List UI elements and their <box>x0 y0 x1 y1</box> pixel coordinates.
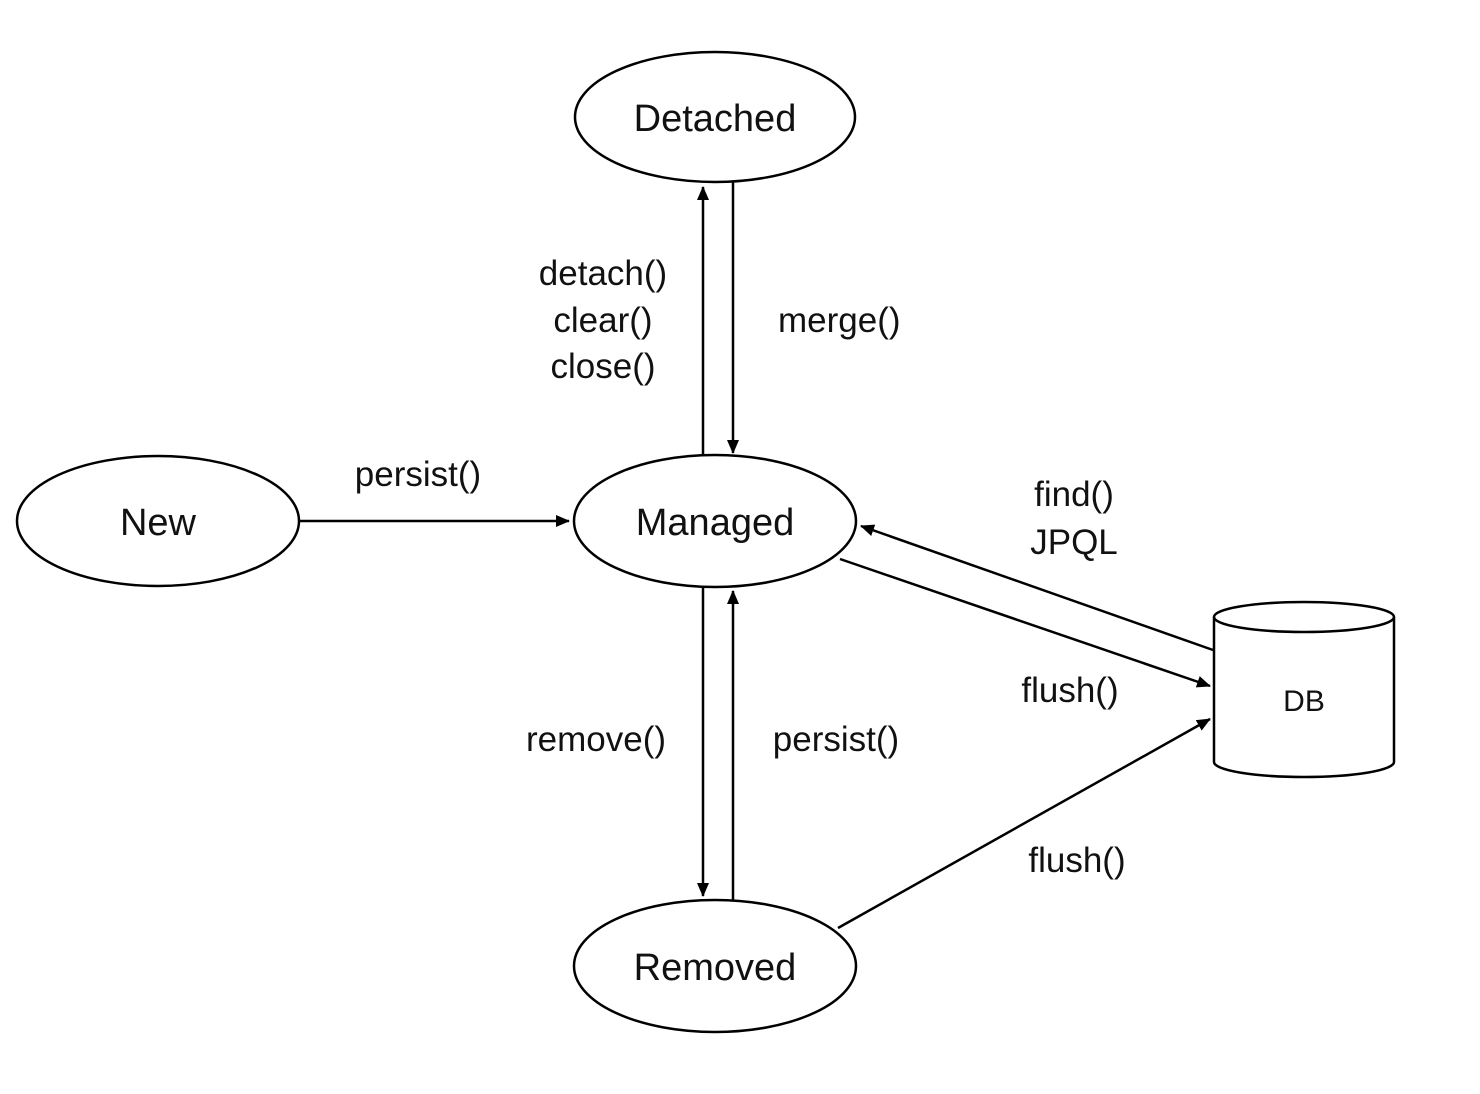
label-close: close() <box>550 347 655 386</box>
edge-removed-to-db <box>837 717 1211 930</box>
node-db: DB <box>1212 600 1396 779</box>
label-flush-removed: flush() <box>1028 841 1125 880</box>
node-detached: Detached <box>573 50 857 184</box>
node-removed-label: Removed <box>634 947 797 989</box>
node-managed: Managed <box>572 453 858 589</box>
label-persist-new: persist() <box>355 455 481 494</box>
node-db-label: DB <box>1283 685 1325 718</box>
label-merge: merge() <box>778 301 901 340</box>
node-new: New <box>15 454 301 588</box>
node-removed: Removed <box>572 898 858 1034</box>
label-find: find() <box>1034 475 1114 514</box>
node-detached-label: Detached <box>634 98 797 140</box>
label-flush-managed: flush() <box>1021 671 1118 710</box>
node-new-label: New <box>120 502 197 544</box>
edge-managed-to-db <box>839 557 1211 688</box>
label-persist-removed: persist() <box>773 720 899 759</box>
label-clear: clear() <box>553 301 652 340</box>
edge-db-to-managed <box>860 524 1214 652</box>
node-managed-label: Managed <box>636 502 794 544</box>
label-jpql: JPQL <box>1030 523 1118 562</box>
label-detach: detach() <box>539 254 667 293</box>
label-remove: remove() <box>526 720 666 759</box>
